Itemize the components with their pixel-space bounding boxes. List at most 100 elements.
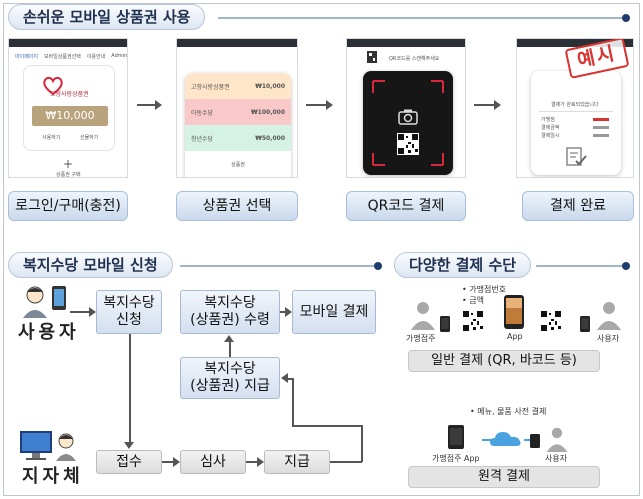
flow-intake: 접수 [96,450,162,474]
flow-mobile-pay: 모바일 결제 [292,290,376,334]
purchase-label[interactable]: 상품권 구매 [56,172,81,178]
arrow-head [224,335,234,342]
arrow-line [474,104,494,106]
voucher-item-label: 청년수당 [191,135,214,143]
flow-payout: 지급 [264,450,330,474]
remote-payment-label: 원격 결제 [408,466,600,488]
qr-code-icon [462,310,484,332]
remote-user-person-icon [546,427,568,452]
general-payment-label: 일반 결제 (QR, 바코드 등) [408,350,600,372]
arrow-line [70,311,89,313]
phone-login: 마이페이지 모바일상품권선택 이용안내 Admin 고향사랑상품권 ₩10,00… [8,38,128,178]
merchant-phone-icon [440,316,450,332]
user-phone-icon [530,434,540,448]
qr-code-icon [540,310,562,332]
receipt-value-red [593,118,609,121]
merchant-app-label: 가맹점주 App [432,454,480,463]
merchant-label: 가맹점주 [406,334,436,343]
arrow-line [229,342,231,357]
tab-admin[interactable]: Admin [111,53,128,59]
section-title-mobile-voucher: 손쉬운 모바일 상품권 사용 [8,4,206,30]
user-label: 사용자 [597,334,620,343]
heart-logo-icon [43,76,63,96]
section-rule [218,14,630,22]
phone-complete: 결제가 완료되었습니다 가맹점 결제금액 결제일시 예시 [516,38,634,178]
cloud-sync-icon [482,432,534,446]
merchant-person-icon [411,302,435,330]
section-rule [536,262,630,270]
app-phone-icon [504,295,524,329]
arrow-line [306,104,326,106]
arrow-head [124,442,134,449]
arrow-line [162,461,173,463]
receipt-divider [539,111,613,112]
status-bar [177,39,297,47]
viewfinder-frame [372,80,444,166]
tab-guide[interactable]: 이용안내 [86,54,106,60]
arrow-head [155,100,162,110]
institution-computer-icon [20,431,76,461]
section-rule [180,262,382,270]
flow-review: 심사 [180,450,246,474]
voucher-item-amount: ₩10,000 [255,82,285,90]
use-button[interactable]: 사용하기 [42,135,61,141]
arrow-head [173,457,180,467]
arrow-line [129,334,131,442]
bullet-merchant-number: • 가맹점번호 [462,285,507,294]
bullet-text: 금액 [469,296,484,305]
receipt-row: 결제일시 [541,133,560,139]
receipt-title: 결제가 완료되었습니다 [551,102,599,108]
arrow-head [494,100,501,110]
arrow-line [137,104,155,106]
section-title-welfare: 복지수당 모바일 신청 [8,252,173,278]
voucher-list-card: 고향사랑상품권 ₩10,000 아동수당 ₩100,000 청년수당 ₩50,0… [185,73,291,177]
tab-mypage[interactable]: 마이페이지 [15,54,39,60]
receipt-value [593,126,609,129]
voucher-card[interactable]: 고향사랑상품권 ₩10,000 사용하기 선물하기 [23,65,115,151]
voucher-item-child[interactable]: 아동수당 ₩100,000 [185,99,291,125]
camera-viewfinder [363,71,453,175]
receipt-check-icon [566,147,587,166]
step-qr-pay: QR코드 결제 [346,191,466,221]
remote-note-text: 메뉴, 물품 사전 결제 [477,407,547,416]
list-footer: 상품권 [231,162,245,168]
user-person-icon [597,302,621,330]
card-title: 고향사랑상품권 [50,91,89,98]
bullet-text: 가맹점번호 [469,285,507,294]
flow-issue: 복지수당 (상품권) 지급 [180,357,280,399]
remote-user-label: 사용자 [545,454,568,463]
voucher-item-youth[interactable]: 청년수당 ₩50,000 [185,125,291,151]
arrow-head [257,457,264,467]
voucher-item-label: 아동수당 [191,109,214,117]
phone-select: 고향사랑상품권 ₩10,000 아동수당 ₩100,000 청년수당 ₩50,0… [176,38,298,178]
arrow-head [89,307,96,317]
camera-icon[interactable] [398,109,418,125]
voucher-item-amount: ₩100,000 [251,108,285,116]
flow-apply: 복지수당 신청 [96,290,162,334]
arrow-head [281,373,288,383]
plus-icon[interactable]: + [63,157,74,171]
arrow-line [292,378,294,426]
arrow-head [285,307,292,317]
flow-receive: 복지수당 (상품권) 수령 [180,290,280,334]
step-done: 결제 완료 [522,191,634,221]
qr-code-icon [397,133,419,155]
arrow-line [246,461,257,463]
receipt-row: 가맹점 [541,117,555,123]
gift-button[interactable]: 선물하기 [80,135,99,141]
status-bar [517,39,633,47]
voucher-item-hometown[interactable]: 고향사랑상품권 ₩10,000 [185,73,291,99]
step-select: 상품권 선택 [176,191,298,221]
receipt-card: 결제가 완료되었습니다 가맹점 결제금액 결제일시 [531,71,621,175]
tab-select[interactable]: 모바일상품권선택 [44,54,81,60]
actor-user: 사용자 [18,322,80,343]
app-label: App [507,332,523,341]
arrow-line [361,425,363,462]
receipt-row: 결제금액 [541,125,560,131]
status-bar [9,39,127,47]
remote-note: • 메뉴, 물품 사전 결제 [470,407,547,416]
status-bar [347,39,465,47]
figure-frame [3,3,640,496]
card-amount: ₩10,000 [32,106,108,126]
voucher-item-amount: ₩50,000 [255,134,285,142]
